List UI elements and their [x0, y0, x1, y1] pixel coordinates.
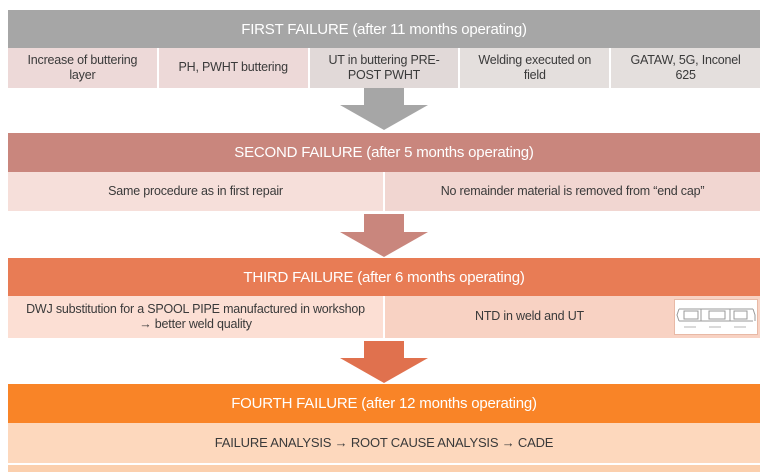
- down-arrow-icon: [340, 214, 428, 257]
- down-arrow-icon: [340, 88, 428, 130]
- second-failure-title: SECOND FAILURE (after 5 months operating…: [234, 144, 534, 161]
- first-failure-cell-ph-pwht: PH, PWHT buttering: [158, 48, 308, 88]
- first-failure-detail-row: Increase of buttering layer PH, PWHT but…: [8, 48, 760, 88]
- fourth-failure-detail-row: FAILURE ANALYSIS → ROOT CAUSE ANALYSIS →…: [8, 423, 760, 463]
- second-failure-cell-same-procedure: Same procedure as in first repair: [8, 172, 383, 211]
- second-failure-cell-remainder-material: No remainder material is removed from “e…: [385, 172, 760, 211]
- fourth-failure-title: FOURTH FAILURE (after 12 months operatin…: [231, 395, 537, 412]
- fourth-failure-header: FOURTH FAILURE (after 12 months operatin…: [8, 384, 760, 423]
- spool-drawing-thumbnail: [674, 299, 758, 335]
- down-arrow-icon: [340, 341, 428, 383]
- bottom-cropped-strip: [8, 465, 760, 472]
- third-failure-title: THIRD FAILURE (after 6 months operating): [243, 268, 525, 286]
- second-failure-header: SECOND FAILURE (after 5 months operating…: [8, 133, 760, 172]
- first-failure-cell-gataw: GATAW, 5G, Inconel 625: [611, 48, 760, 88]
- fourth-failure-cell-failure-analysis: FAILURE ANALYSIS → ROOT CAUSE ANALYSIS →…: [8, 423, 760, 463]
- first-failure-title: FIRST FAILURE (after 11 months operating…: [241, 20, 527, 38]
- third-failure-detail-row: DWJ substitution for a SPOOL PIPE manufa…: [8, 296, 760, 338]
- third-failure-ntd-label: NTD in weld and UT: [475, 309, 584, 324]
- second-failure-detail-row: Same procedure as in first repair No rem…: [8, 172, 760, 211]
- first-failure-cell-buttering-layer: Increase of buttering layer: [8, 48, 157, 88]
- first-failure-cell-welding-field: Welding executed on field: [460, 48, 610, 88]
- first-failure-header: FIRST FAILURE (after 11 months operating…: [8, 10, 760, 48]
- third-failure-cell-dwj-substitution: DWJ substitution for a SPOOL PIPE manufa…: [8, 296, 383, 338]
- third-failure-header: THIRD FAILURE (after 6 months operating): [8, 258, 760, 296]
- third-failure-cell-ntd-weld: NTD in weld and UT: [385, 296, 760, 338]
- first-failure-cell-ut-buttering: UT in buttering PRE-POST PWHT: [309, 48, 459, 88]
